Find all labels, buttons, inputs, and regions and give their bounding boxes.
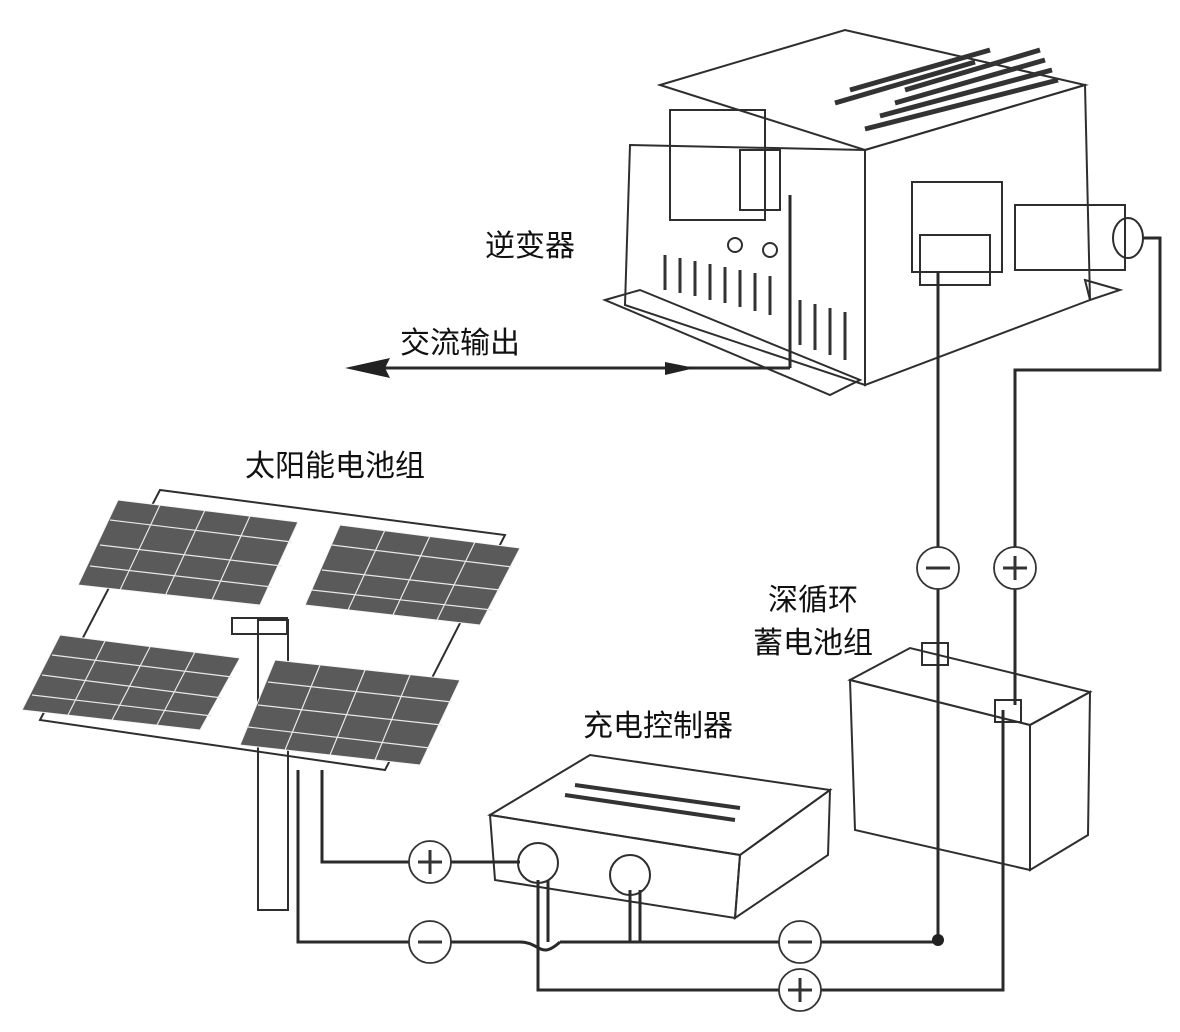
ac-output-line (345, 195, 792, 378)
minus-symbol (778, 920, 822, 964)
solar-panel-lower-right (239, 659, 461, 766)
arrow-left-icon (345, 358, 390, 378)
charge-controller-unit (487, 753, 833, 920)
battery-label-line2: 蓄电池组 (753, 626, 873, 661)
wiring (296, 236, 1162, 992)
plus-symbol (408, 840, 452, 884)
minus-symbol (916, 546, 960, 590)
solar-panel-upper-right (304, 524, 521, 626)
charge-controller-label: 充电控制器 (583, 709, 733, 744)
inverter-unit (601, 28, 1144, 397)
ac-output-label: 交流输出 (400, 326, 520, 361)
solar-array-label: 太阳能电池组 (245, 449, 425, 484)
battery-label-line1: 深循环 (768, 583, 858, 618)
minus-symbol (408, 920, 452, 964)
plus-symbol (778, 968, 822, 1012)
inverter-label: 逆变器 (485, 229, 575, 264)
plus-symbol (993, 546, 1037, 590)
solar-array (21, 488, 521, 911)
solar-panel-upper-left (77, 499, 299, 606)
battery-bank (847, 642, 1093, 872)
